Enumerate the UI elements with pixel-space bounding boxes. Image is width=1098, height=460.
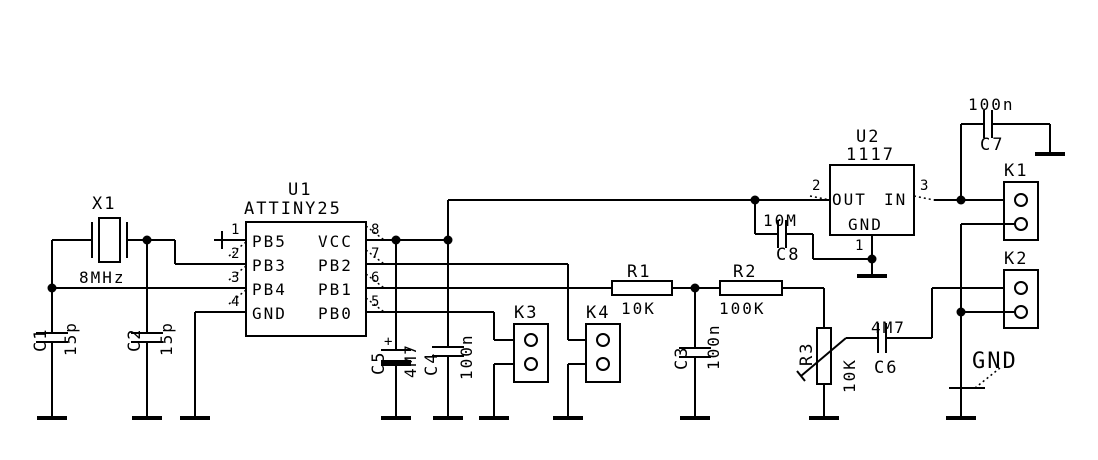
u1-pin-pb2: PB2: [318, 256, 353, 275]
u1-pin-pb3: PB3: [252, 256, 287, 275]
connector-k4: K4: [585, 303, 621, 383]
x1-ref: X1: [92, 194, 116, 214]
capacitor-c7: 100n C7: [968, 95, 1015, 155]
connector-k3: K3: [513, 303, 549, 383]
capacitor-c3: C3 100n: [672, 288, 723, 420]
c2-ref: C2: [125, 328, 145, 352]
capacitor-c6: 4M7 C6: [871, 318, 906, 378]
k1-ref: K1: [1004, 161, 1028, 181]
u1-ref: U1: [288, 180, 312, 200]
c5-ref: C5: [369, 351, 389, 375]
u2-pin-in: IN: [884, 190, 907, 209]
r3-value: 10K: [840, 358, 859, 393]
u1-pin-pb5: PB5: [252, 232, 287, 251]
u1-pinnum-3: 3: [231, 270, 239, 286]
u1-pinnum-1: 1: [231, 222, 239, 238]
c6-value: 4M7: [871, 318, 906, 337]
c4-ref: C4: [422, 352, 442, 376]
k3-ref: K3: [514, 303, 538, 323]
capacitor-c4: C4 100n: [422, 333, 476, 420]
r1-value: 10K: [621, 299, 656, 318]
r3-ref: R3: [797, 342, 817, 366]
u2-pin-out: OUT: [832, 190, 867, 209]
u1-pinnum-2: 2: [231, 246, 239, 262]
u1-pin-pb0: PB0: [318, 304, 353, 323]
connector-k1: K1: [1003, 161, 1039, 241]
x1-value: 8MHz: [79, 268, 126, 287]
r2-value: 100K: [719, 299, 766, 318]
c8-value: 10M: [763, 211, 798, 230]
resistor-r2: R2 100K: [719, 262, 783, 318]
c3-ref: C3: [672, 346, 692, 370]
c7-value: 100n: [968, 95, 1015, 114]
u1-pinnum-4: 4: [231, 294, 239, 310]
u2-pinnum-2: 2: [812, 178, 820, 194]
c1-ref: C1: [31, 328, 51, 352]
u2-pin-gnd: GND: [848, 215, 883, 234]
svg-text:+: +: [384, 334, 392, 350]
u2-part: 1117: [846, 145, 895, 165]
u1-pin-pb4: PB4: [252, 280, 287, 299]
c3-value: 100n: [704, 323, 723, 370]
crystal-x1: X1 8MHz: [52, 194, 175, 287]
r1-ref: R1: [627, 262, 651, 282]
u1-pin-pb1: PB1: [318, 280, 353, 299]
resistor-r1: R1 10K: [611, 262, 673, 318]
u2-pinnum-3: 3: [920, 178, 928, 194]
resistor-r3: R3 10K: [796, 327, 859, 420]
u1-pinnum-7: 7: [371, 246, 379, 262]
ic-u1-attiny25: U1 ATTINY25 PB5 PB3 PB4 GND VCC PB2 PB1 …: [214, 180, 385, 337]
u1-part: ATTINY25: [244, 199, 342, 219]
u1-pin-vcc: VCC: [318, 232, 353, 251]
r2-ref: R2: [733, 262, 757, 282]
c4-value: 100n: [457, 333, 476, 380]
capacitor-c5: + C5 4M7: [369, 240, 420, 420]
c8-ref: C8: [776, 245, 800, 265]
gnd-label: GND: [972, 349, 1018, 374]
capacitor-c2: C2 15p: [125, 321, 176, 420]
capacitor-c8: 10M C8: [763, 211, 800, 265]
u2-ref: U2: [856, 127, 880, 147]
capacitor-c1: C1 15p: [31, 283, 80, 420]
c6-ref: C6: [874, 358, 898, 378]
c7-ref: C7: [980, 135, 1004, 155]
u1-pinnum-8: 8: [371, 222, 379, 238]
c1-value: 15p: [61, 321, 80, 356]
connector-k2: K2: [1003, 249, 1039, 329]
k4-ref: K4: [586, 303, 610, 323]
u2-pinnum-1: 1: [855, 238, 863, 254]
u1-pin-gnd: GND: [252, 304, 287, 323]
u1-pinnum-6: 6: [371, 270, 379, 286]
ic-u2-1117: U2 1117 OUT IN GND 2 3 1: [809, 127, 935, 254]
c5-value: 4M7: [401, 343, 420, 378]
u1-pinnum-5: 5: [371, 294, 379, 310]
c2-value: 15p: [157, 321, 176, 356]
k2-ref: K2: [1004, 249, 1028, 269]
